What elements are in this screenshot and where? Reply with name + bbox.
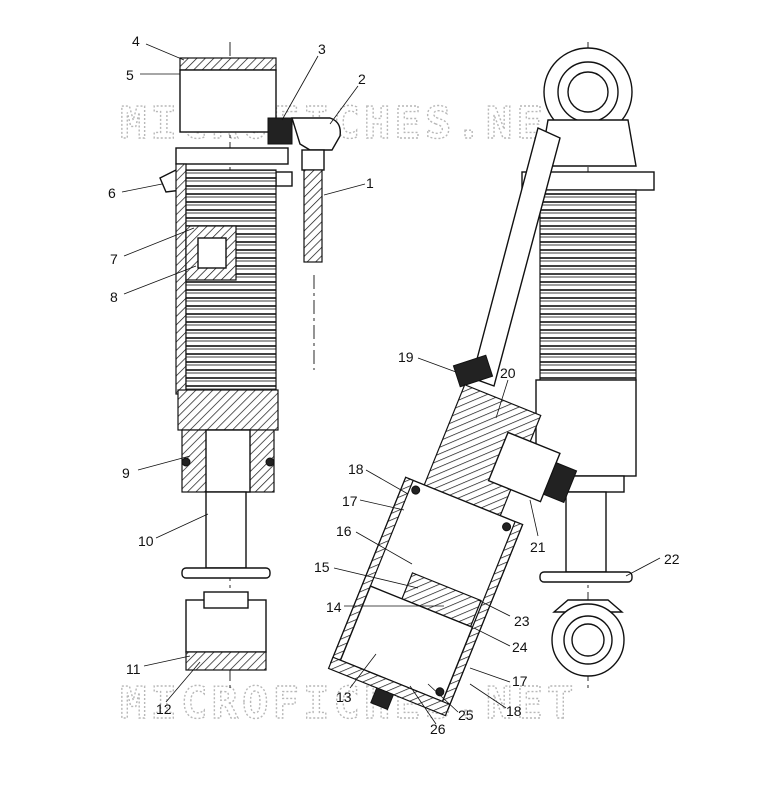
top-mount [179,69,277,133]
oring-right [265,457,275,467]
schrader-valve [370,687,395,711]
shaft [205,491,247,569]
callout-12: 12 [156,701,172,717]
callout-8: 8 [110,289,118,305]
piston-core [197,237,227,269]
callout-23: 23 [514,613,530,629]
callout-10: 10 [138,533,154,549]
oring-top-right [502,522,512,532]
callout-22: 22 [664,551,680,567]
right-shock-external [521,42,655,690]
eye-neck [203,591,249,609]
body-wall-left [175,163,187,395]
left-shock-section [159,42,341,690]
upper-collar [175,147,289,165]
callout-3: 3 [318,41,326,57]
callout-25: 25 [458,707,474,723]
oring-top-left [411,485,421,495]
fitting-nut [267,117,293,145]
hose-ferrule [301,149,325,171]
callout-15: 15 [314,559,330,575]
callout-7: 7 [110,251,118,267]
callout-21: 21 [530,539,546,555]
spring-coils [539,189,637,381]
callout-2: 2 [358,71,366,87]
bump-stop-plate [539,571,633,583]
callout-16: 16 [336,523,352,539]
callout-11: 11 [126,661,141,677]
seal-head-bore [205,429,251,493]
callout-4: 4 [132,33,140,49]
oring-bottom [435,687,445,697]
hose [303,169,323,263]
adjuster-knob [542,462,578,504]
watermark-bottom: MICROFICHES.NET [119,677,577,729]
callout-13: 13 [336,689,352,705]
callout-14: 14 [326,599,342,615]
top-bushing [179,57,277,71]
bottom-bushing [185,651,267,671]
reservoir-hose [452,127,561,388]
callout-labels: 1 2 3 4 5 6 7 8 9 10 11 12 13 14 15 16 1… [108,33,680,737]
callout-20: 20 [500,365,516,381]
callout-9: 9 [122,465,130,481]
callout-17: 17 [342,493,358,509]
callout-1: 1 [366,175,374,191]
callout-5: 5 [126,67,134,83]
reservoir-canister [327,383,578,717]
callout-17b: 17 [512,673,528,689]
callout-24: 24 [512,639,528,655]
callout-26: 26 [430,721,446,737]
callout-18: 18 [348,461,364,477]
bump-stop-plate [181,567,271,579]
hose-line [471,127,561,387]
lower-housing [177,389,279,431]
callout-6: 6 [108,185,116,201]
collar-lug [275,171,293,187]
top-eye-bore [567,71,609,113]
hose-nut [452,354,494,388]
callout-19: 19 [398,349,414,365]
shaft [565,491,607,573]
watermark-text: MICROFICHES.NET [120,678,577,729]
leader-lines [121,43,661,725]
callout-18b: 18 [506,703,522,719]
bottom-eye-bore [571,623,605,657]
oring-left [181,457,191,467]
